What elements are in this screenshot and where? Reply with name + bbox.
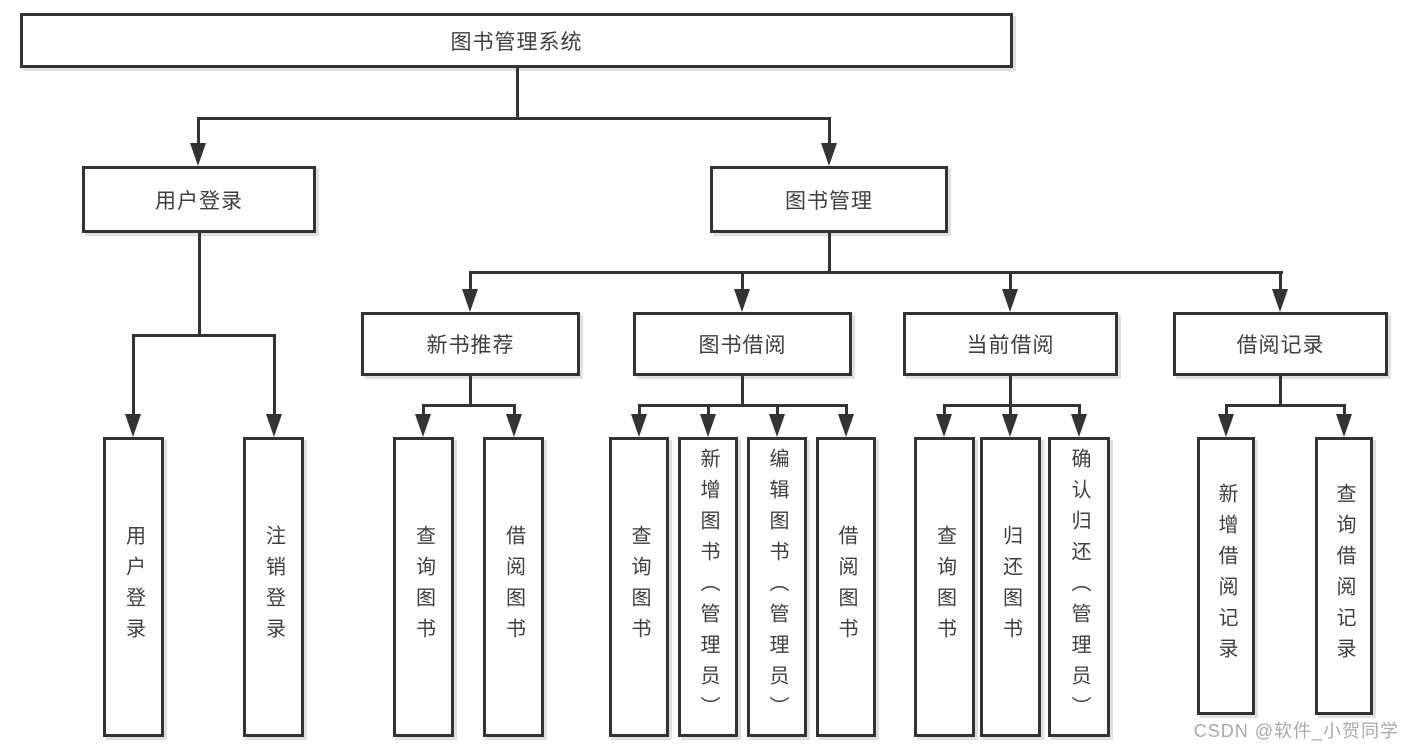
connector-line — [637, 405, 641, 416]
node-label: 当前借阅 — [966, 334, 1055, 357]
node-label: 图书管理系统 — [450, 30, 583, 54]
leaf-query-books-borrow: 查询图书 — [609, 437, 669, 737]
connector-line — [1224, 403, 1346, 407]
connector-line — [421, 405, 425, 416]
connector-line — [272, 335, 276, 416]
node-label: 查询图书 — [628, 525, 650, 649]
connector-line — [775, 405, 779, 416]
connector-line — [1278, 376, 1282, 405]
connector-line — [637, 403, 848, 407]
node-current-borrow: 当前借阅 — [903, 312, 1118, 376]
arrow-down-icon — [1002, 414, 1018, 437]
connector-line — [512, 405, 516, 416]
node-user-login: 用户登录 — [82, 166, 316, 233]
connector-line — [515, 68, 519, 118]
arrow-down-icon — [631, 414, 647, 437]
arrow-down-icon — [1272, 289, 1288, 312]
arrow-down-icon — [700, 414, 716, 437]
connector-line — [197, 233, 201, 335]
connector-line — [1224, 405, 1228, 416]
connector-line — [827, 118, 831, 145]
leaf-query-books-current: 查询图书 — [914, 437, 975, 737]
connector-line — [468, 272, 472, 291]
node-label: 借阅图书 — [502, 525, 525, 649]
node-label: 用户登录 — [122, 525, 145, 649]
arrow-down-icon — [1002, 289, 1018, 312]
node-label: 借阅图书 — [835, 525, 857, 649]
connector-line — [196, 116, 831, 120]
connector-line — [942, 403, 1081, 407]
connector-line — [740, 272, 744, 291]
node-label: 归还图书 — [999, 525, 1022, 649]
node-book-management: 图书管理 — [710, 166, 948, 233]
leaf-add-book-admin: 新增图书（管理员） — [678, 437, 738, 737]
leaf-query-books-recommend: 查询图书 — [393, 437, 454, 737]
node-label: 新增图书（管理员） — [697, 447, 719, 727]
node-label: 查询图书 — [412, 525, 435, 649]
connector-line — [1342, 405, 1346, 416]
node-new-book-recommend: 新书推荐 — [361, 312, 580, 376]
arrow-down-icon — [1071, 414, 1087, 437]
node-label: 编辑图书（管理员） — [766, 447, 788, 727]
leaf-query-borrow-record: 查询借阅记录 — [1315, 437, 1373, 715]
connector-line — [196, 118, 200, 145]
arrow-down-icon — [936, 414, 952, 437]
connector-line — [942, 405, 946, 416]
leaf-add-borrow-record: 新增借阅记录 — [1197, 437, 1255, 715]
arrow-down-icon — [125, 414, 141, 437]
connector-line — [827, 233, 831, 272]
connector-line — [1008, 376, 1012, 405]
arrow-down-icon — [506, 414, 522, 437]
leaf-return-books: 归还图书 — [980, 437, 1041, 737]
arrow-down-icon — [1218, 414, 1234, 437]
connector-line — [468, 270, 1283, 274]
node-label: 查询借阅记录 — [1333, 483, 1355, 669]
leaf-user-login: 用户登录 — [103, 437, 164, 737]
node-library-system: 图书管理系统 — [20, 13, 1013, 68]
connector-line — [1278, 272, 1282, 291]
node-label: 图书借阅 — [698, 334, 787, 357]
node-label: 用户登录 — [155, 189, 243, 213]
connector-line — [131, 333, 276, 337]
leaf-logout: 注销登录 — [243, 437, 304, 737]
connector-line — [1008, 272, 1012, 291]
arrow-down-icon — [266, 414, 282, 437]
leaf-borrow-books-recommend: 借阅图书 — [483, 437, 544, 737]
connector-line — [421, 403, 516, 407]
node-book-borrow: 图书借阅 — [633, 312, 852, 376]
node-label: 新书推荐 — [426, 334, 515, 357]
arrow-down-icon — [462, 289, 478, 312]
connector-line — [1008, 405, 1012, 416]
node-label: 注销登录 — [262, 525, 285, 649]
watermark: CSDN @软件_小贺同学 — [1193, 721, 1399, 741]
connector-line — [740, 376, 744, 405]
connector-line — [1077, 405, 1081, 416]
arrow-down-icon — [190, 143, 206, 166]
node-label: 确认归还（管理员） — [1068, 447, 1090, 727]
leaf-borrow-books: 借阅图书 — [816, 437, 876, 737]
arrow-down-icon — [734, 289, 750, 312]
arrow-down-icon — [1336, 414, 1352, 437]
connector-line — [131, 335, 135, 416]
arrow-down-icon — [769, 414, 785, 437]
node-label: 查询图书 — [933, 525, 956, 649]
arrow-down-icon — [415, 414, 431, 437]
node-borrow-records: 借阅记录 — [1173, 312, 1388, 376]
connector-line — [844, 405, 848, 416]
connector-line — [468, 376, 472, 405]
arrow-down-icon — [838, 414, 854, 437]
node-label: 图书管理 — [785, 189, 873, 213]
leaf-edit-book-admin: 编辑图书（管理员） — [747, 437, 807, 737]
arrow-down-icon — [821, 143, 837, 166]
node-label: 借阅记录 — [1236, 334, 1325, 357]
node-label: 新增借阅记录 — [1215, 483, 1237, 669]
leaf-confirm-return-admin: 确认归还（管理员） — [1048, 437, 1110, 737]
connector-line — [706, 405, 710, 416]
